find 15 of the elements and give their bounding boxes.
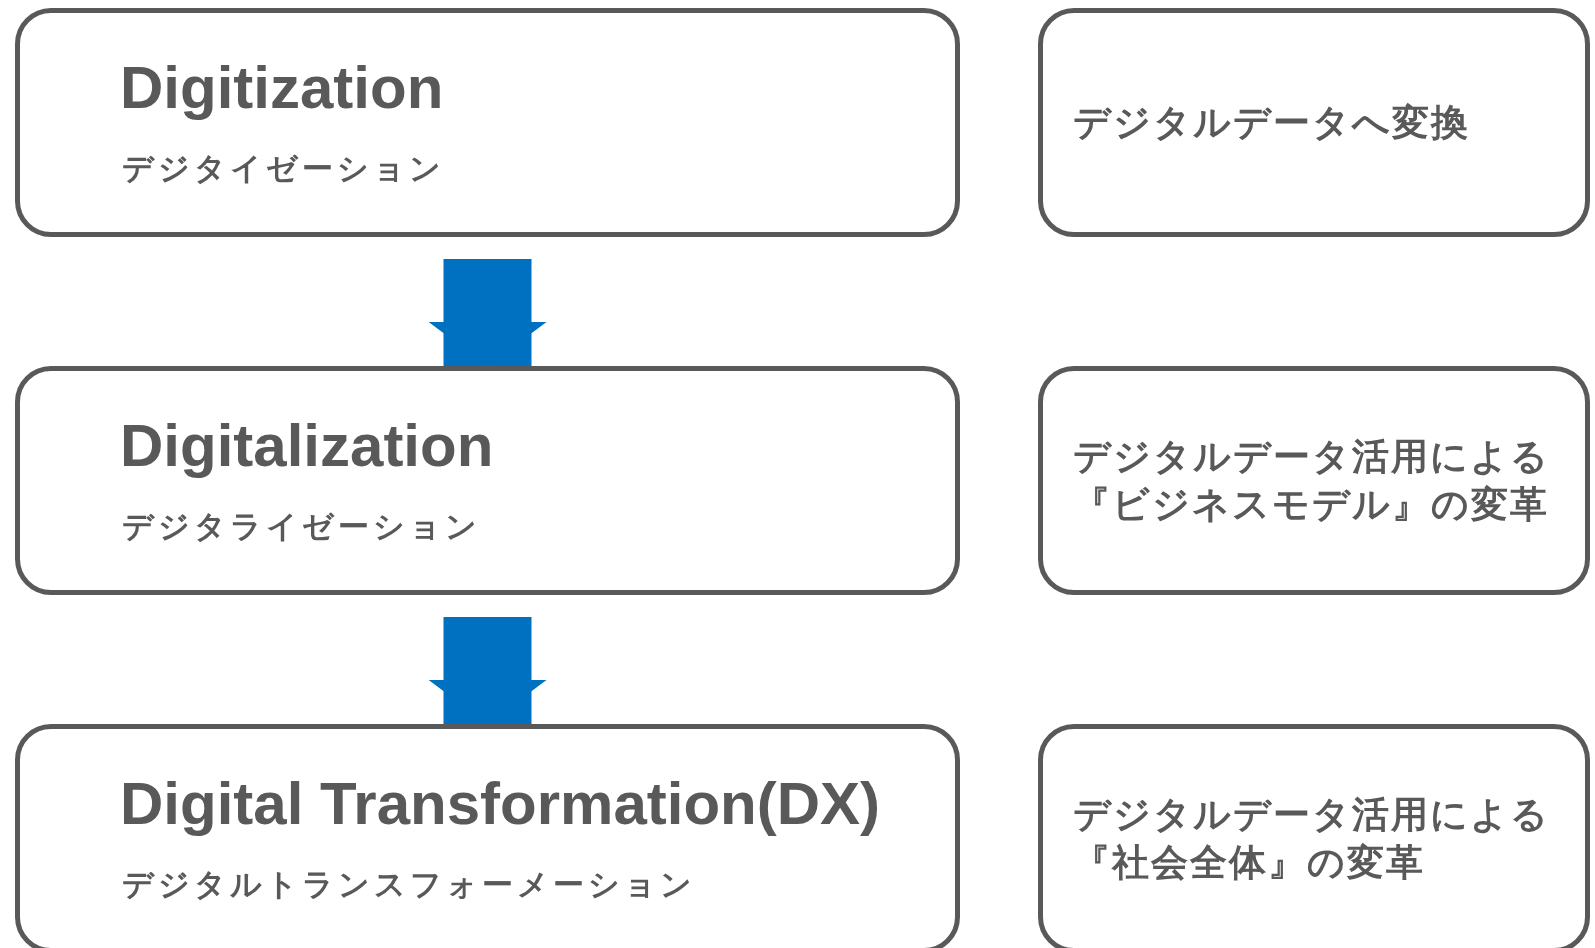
description-box bbox=[1038, 724, 1590, 948]
stage-box bbox=[15, 8, 960, 237]
description-box bbox=[1038, 8, 1590, 237]
description-box bbox=[1038, 366, 1590, 595]
stage-title: Digital Transformation(DX) bbox=[120, 769, 881, 838]
description-text: デジタルデータ活用による『社会全体』の変革 bbox=[1073, 792, 1551, 885]
stage-title: Digitization bbox=[120, 53, 444, 122]
description-text: デジタルデータ活用による『ビジネスモデル』の変革 bbox=[1073, 434, 1551, 527]
description-text: デジタルデータへ変換 bbox=[1073, 100, 1471, 145]
stage-reading: デジタイゼーション bbox=[122, 150, 445, 188]
stage-reading: デジタルトランスフォーメーション bbox=[122, 866, 696, 904]
stage-box bbox=[15, 366, 960, 595]
stage-reading: デジタライゼーション bbox=[122, 508, 481, 546]
stage-box bbox=[15, 724, 960, 948]
stage-title: Digitalization bbox=[120, 411, 494, 480]
